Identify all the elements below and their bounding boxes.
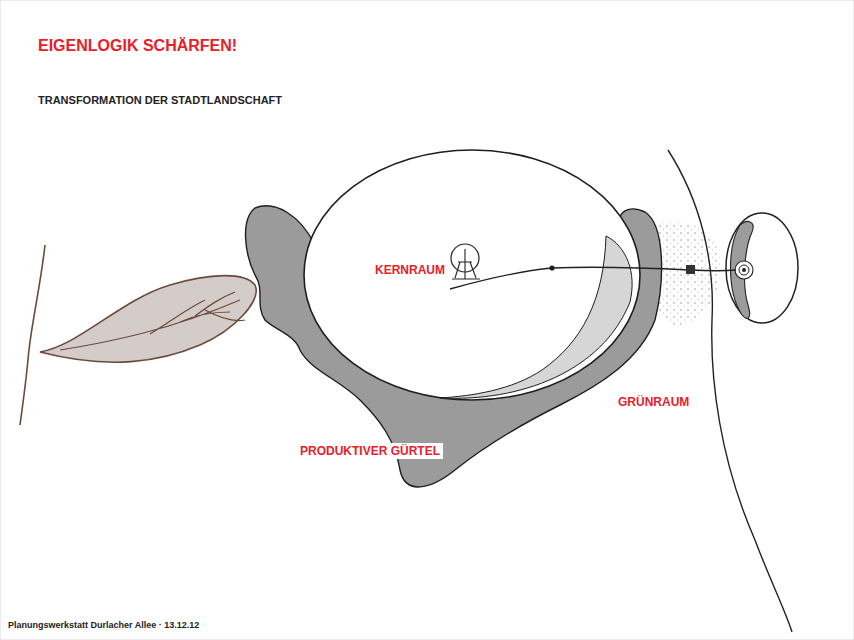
ring-symbol [735, 261, 753, 279]
inner-crescent [440, 236, 632, 398]
core-area-outline [300, 145, 645, 405]
region-label: PRODUKTIVER GÜRTEL [297, 443, 443, 459]
centre-symbol [451, 244, 479, 272]
settlement-oval [726, 213, 798, 323]
subtitle: TRANSFORMATION DER STADTLANDSCHAFT [38, 94, 282, 106]
core-area: KERNRAUM [300, 145, 645, 405]
slide-title: EIGENLOGIK SCHÄRFEN! [38, 37, 237, 55]
footer-caption: Planungswerkstatt Durlacher Allee · 13.1… [8, 620, 199, 630]
settlement-band [731, 221, 754, 318]
gate-square [686, 265, 695, 274]
ring-symbol [742, 268, 746, 272]
river-line [20, 245, 45, 425]
ring-symbol [739, 265, 749, 275]
region-label: GRÜNRAUM [618, 395, 689, 409]
leaf-forest [40, 276, 256, 363]
leaf-veins [60, 292, 245, 350]
region-label: KERNRAUM [375, 263, 445, 277]
axis-point [549, 265, 554, 270]
core-circle [304, 150, 640, 400]
centre-symbol [452, 249, 480, 279]
axis-line [450, 267, 736, 289]
